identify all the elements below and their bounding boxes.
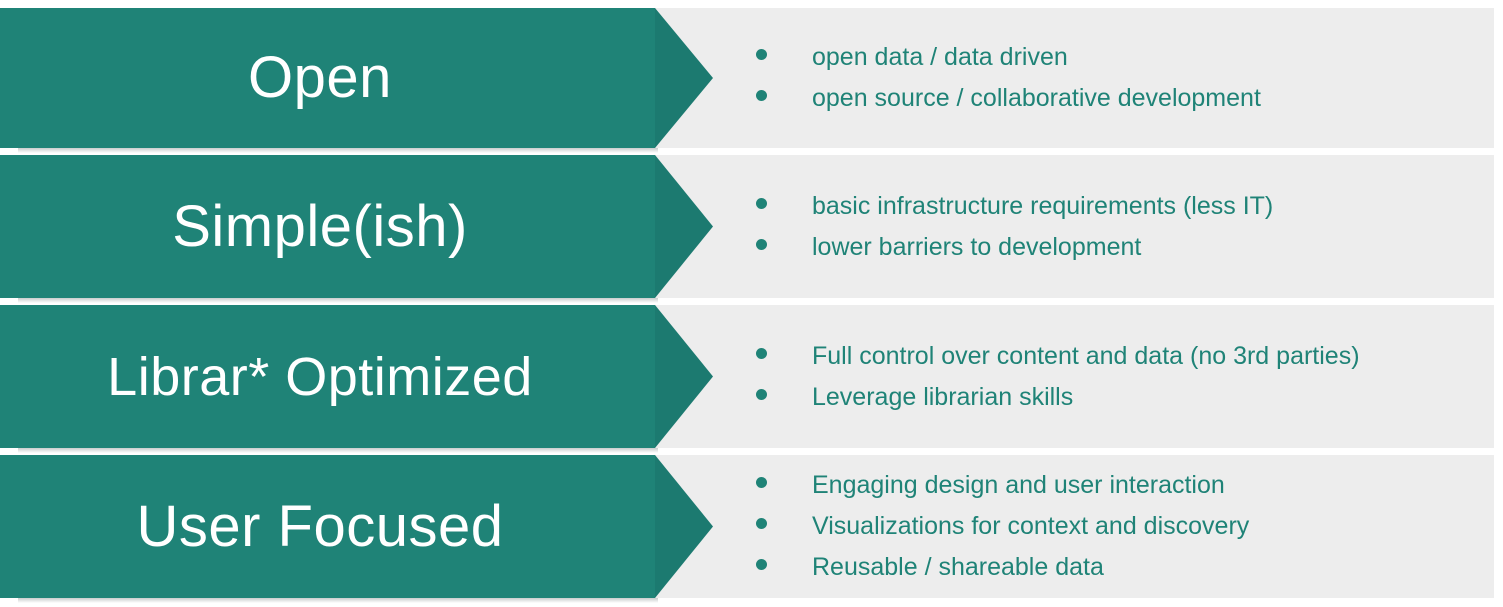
- bullet-dot-icon: [756, 238, 767, 250]
- content-panel: [655, 155, 1494, 298]
- bullet-item: Visualizations for context and discovery: [756, 506, 1494, 547]
- chevron-row[interactable]: Simple(ish) basic infrastructure requirem…: [0, 155, 1503, 303]
- bullet-dot-icon: [756, 347, 767, 359]
- bullet-list: Full control over content and data (no 3…: [700, 305, 1494, 448]
- chevron-body: Open: [0, 8, 655, 148]
- bullet-dot-icon: [756, 477, 767, 488]
- bullet-item: lower barriers to development: [756, 227, 1494, 268]
- bullet-dot-icon: [756, 559, 767, 570]
- bullet-text: basic infrastructure requirements (less …: [812, 191, 1274, 220]
- content-panel: [655, 455, 1494, 598]
- bullet-text: lower barriers to development: [812, 232, 1142, 261]
- bullet-text: open source / collaborative development: [812, 84, 1261, 112]
- bullet-dot-icon: [756, 197, 767, 209]
- bullet-item: Leverage librarian skills: [756, 377, 1494, 418]
- content-panel: [655, 8, 1494, 148]
- row-shadow: [18, 298, 658, 303]
- bullet-dot-icon: [756, 518, 767, 529]
- row-shadow: [18, 148, 658, 153]
- chevron-label: Librar* Optimized: [107, 346, 533, 407]
- bullet-text: Leverage librarian skills: [812, 382, 1074, 411]
- bullet-text: Visualizations for context and discovery: [812, 512, 1250, 540]
- chevron-row[interactable]: Librar* Optimized Full control over conte…: [0, 305, 1503, 453]
- bullet-list: basic infrastructure requirements (less …: [700, 155, 1494, 298]
- chevron-label: User Focused: [136, 493, 504, 559]
- bullet-text: open data / data driven: [812, 43, 1068, 71]
- bullet-item: basic infrastructure requirements (less …: [756, 186, 1494, 227]
- bullet-text: Full control over content and data (no 3…: [812, 341, 1360, 370]
- bullet-item: Full control over content and data (no 3…: [756, 336, 1494, 377]
- row-shadow: [18, 598, 658, 603]
- row-shadow: [18, 448, 658, 453]
- bullet-dot-icon: [756, 49, 767, 60]
- content-panel: [655, 305, 1494, 448]
- chevron-label: Simple(ish): [172, 193, 468, 259]
- chevron-body: Simple(ish): [0, 155, 655, 298]
- chevron-row[interactable]: User Focused Engaging design and user int…: [0, 455, 1503, 603]
- bullet-dot-icon: [756, 388, 767, 400]
- bullet-list: open data / data driven open source / col…: [700, 8, 1494, 148]
- chevron-body: User Focused: [0, 455, 655, 598]
- chevron-body: Librar* Optimized: [0, 305, 655, 448]
- bullet-item: open source / collaborative development: [756, 78, 1494, 119]
- chevron-row[interactable]: Open open data / data driven open source /…: [0, 8, 1503, 153]
- bullet-item: Reusable / shareable data: [756, 547, 1494, 588]
- bullet-text: Reusable / shareable data: [812, 553, 1104, 581]
- bullet-dot-icon: [756, 90, 767, 101]
- bullet-text: Engaging design and user interaction: [812, 471, 1225, 499]
- bullet-item: Engaging design and user interaction: [756, 465, 1494, 506]
- chevron-label: Open: [248, 45, 392, 110]
- bullet-item: open data / data driven: [756, 37, 1494, 78]
